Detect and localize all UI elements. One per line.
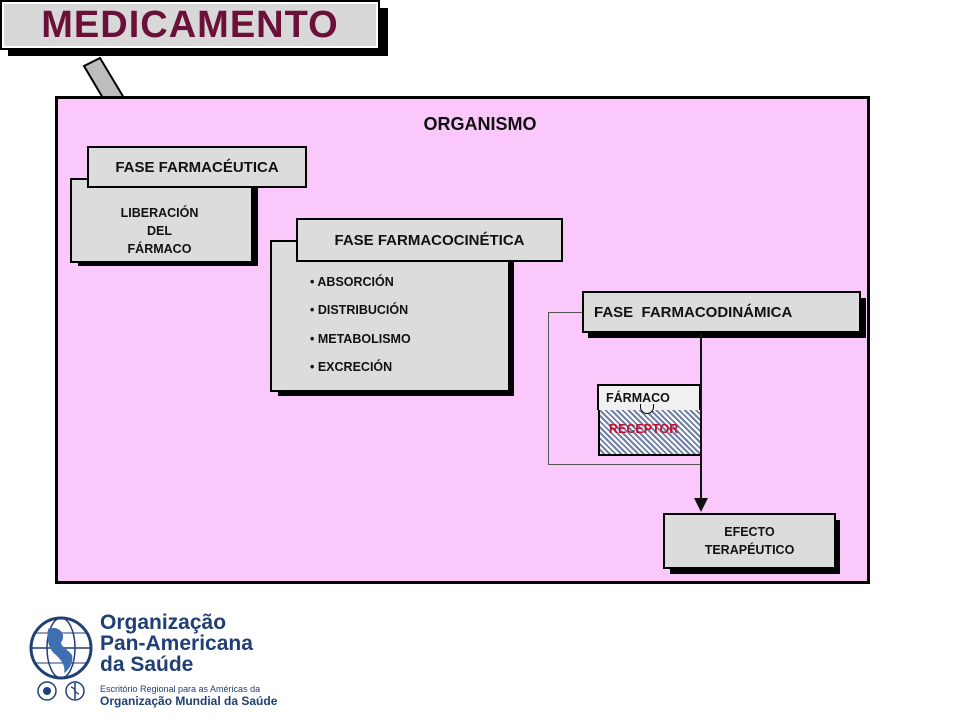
title-box: MEDICAMENTO — [0, 0, 380, 50]
list-item: • METABOLISMO — [310, 332, 411, 346]
fase-farmacocinetica-label: FASE FARMACOCINÉTICA — [334, 231, 525, 249]
logo-name-line: Organização — [100, 611, 227, 634]
list-item: • EXCRECIÓN — [310, 360, 393, 374]
fase-farmacodinamica-label: FASE FARMACODINÁMICA — [594, 303, 793, 321]
fase-farmacodinamica-header: FASE FARMACODINÁMICA — [582, 291, 861, 333]
fase-farmaceutica-header: FASE FARMACÉUTICA — [87, 146, 307, 188]
receptor-label: RECEPTOR — [609, 422, 679, 436]
farmaco-box: FÁRMACO — [597, 384, 701, 410]
organismo-label: ORGANISMO — [423, 114, 537, 134]
efecto-line: TERAPÉUTICO — [704, 543, 795, 557]
page-title: MEDICAMENTO — [41, 3, 339, 46]
fase-farmacocinetica-header: FASE FARMACOCINÉTICA — [296, 218, 563, 262]
receptor-box — [598, 406, 702, 456]
logo-name-line: da Saúde — [100, 653, 194, 676]
arrow-head-icon — [694, 498, 708, 512]
farmaceutica-line: LIBERACIÓN — [120, 206, 199, 220]
farmaceutica-line: DEL — [147, 224, 172, 238]
efecto-line: EFECTO — [724, 525, 775, 539]
logo-name-line: Pan-Americana — [100, 632, 253, 655]
logo-subtitle-2: Organização Mundial da Saúde — [100, 694, 278, 708]
emblem-icon — [37, 681, 57, 701]
list-item: • DISTRIBUCIÓN — [310, 303, 409, 317]
logo-name: Organização Pan-Americana da Saúde — [100, 612, 253, 675]
list-item: • ABSORCIÓN — [310, 275, 394, 289]
farmaceutica-text: LIBERACIÓN DEL FÁRMACO — [92, 204, 227, 258]
farmaceutica-line: FÁRMACO — [127, 242, 192, 256]
arrow-line — [700, 333, 702, 501]
binding-notch — [640, 404, 654, 414]
logo-subtitle: Escritório Regional para as Américas da — [100, 684, 261, 694]
globe-icon — [29, 616, 93, 680]
efecto-box: EFECTO TERAPÉUTICO — [663, 513, 836, 569]
who-emblem-icon — [65, 681, 85, 701]
fase-farmaceutica-label: FASE FARMACÉUTICA — [115, 158, 279, 176]
farmaco-label: FÁRMACO — [606, 391, 670, 405]
farmaceutica-body — [70, 178, 253, 263]
